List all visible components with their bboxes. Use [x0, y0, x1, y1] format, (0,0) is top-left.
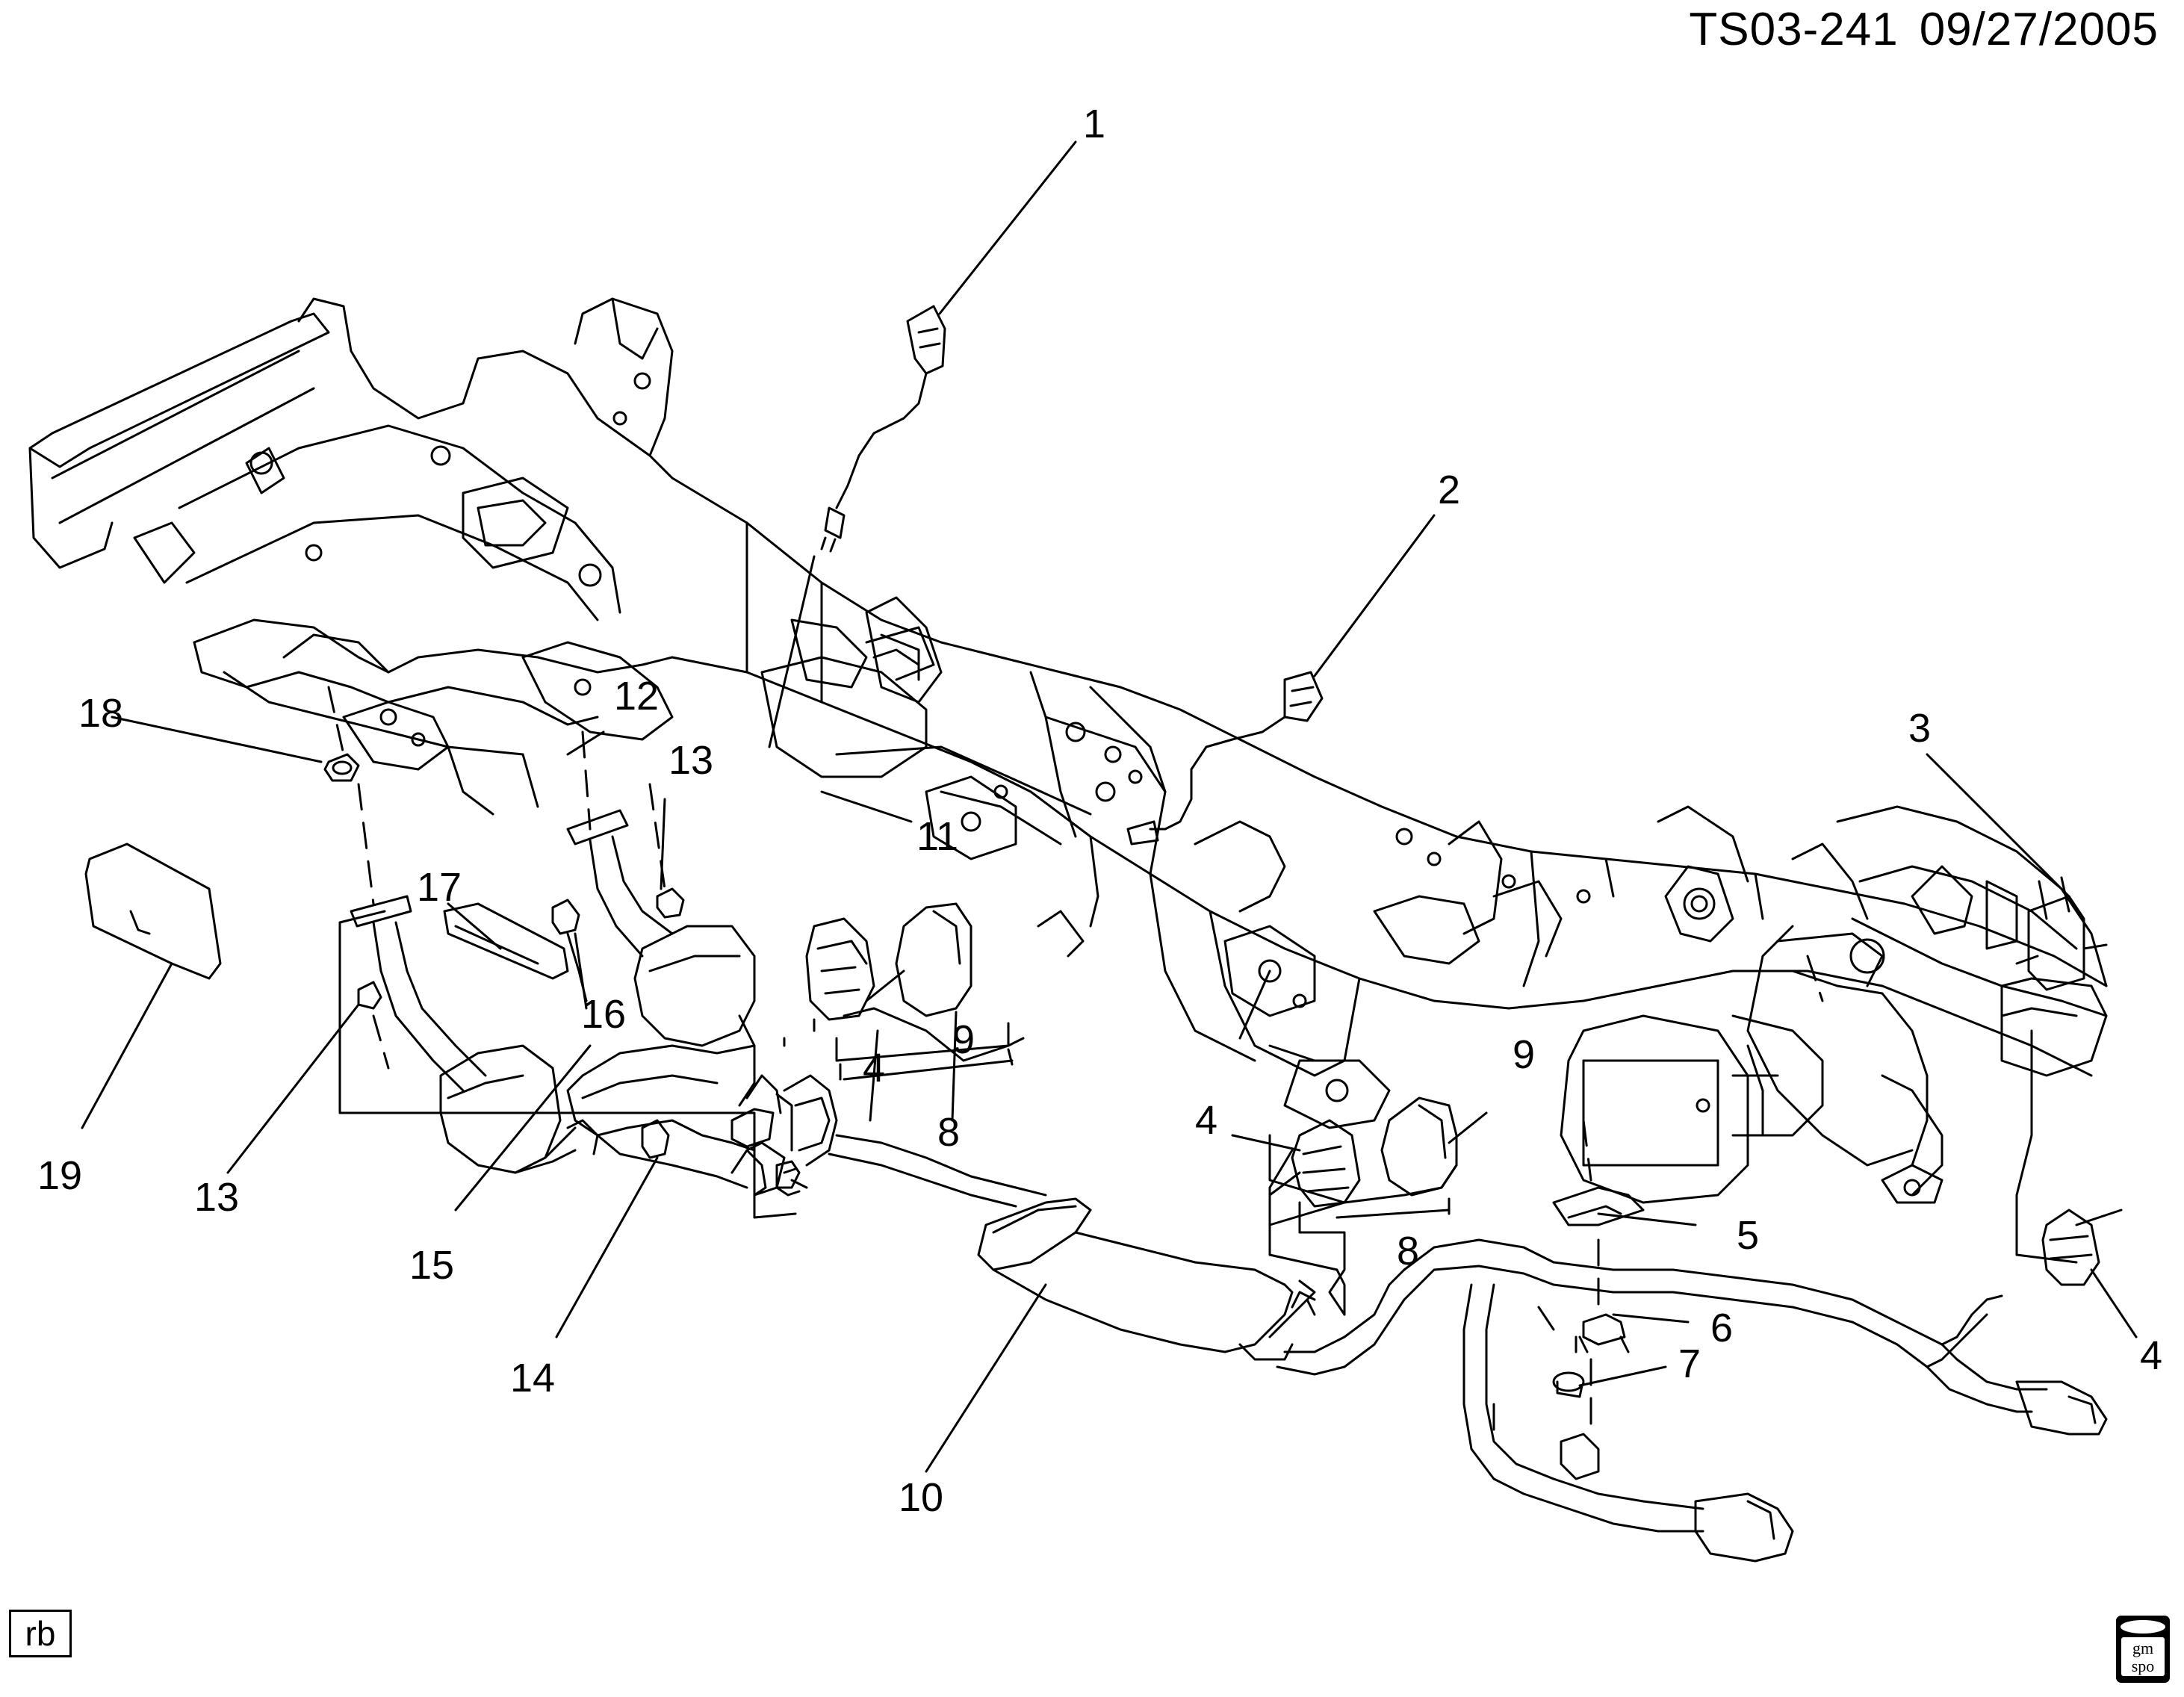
callout-5: 5 — [1736, 1213, 1760, 1258]
callout-14: 14 — [509, 1356, 556, 1400]
callout-11: 11 — [916, 814, 959, 859]
leader-3 — [1926, 753, 2070, 898]
muffler — [977, 1197, 1406, 1376]
callout-15: 15 — [409, 1243, 455, 1288]
diagram-header: TS03-241 09/27/2005 — [1668, 3, 2159, 56]
callout-16: 16 — [580, 992, 627, 1037]
leader-1 — [938, 140, 1077, 315]
o2-sensor-2 — [1126, 671, 1324, 846]
leader-2 — [1313, 514, 1436, 677]
o2-sensor-1 — [820, 305, 946, 553]
callout-7: 7 — [1678, 1341, 1701, 1386]
callout-9-right: 9 — [1512, 1032, 1536, 1077]
callout-13-top: 13 — [668, 738, 714, 783]
callout-10: 10 — [898, 1475, 944, 1520]
revision-box: rb — [9, 1610, 72, 1657]
frame-front — [28, 297, 674, 816]
callout-2: 2 — [1437, 468, 1461, 512]
callout-3: 3 — [1908, 706, 1932, 751]
diagram-date: 09/27/2005 — [1919, 4, 2159, 55]
callout-4-right: 4 — [2139, 1333, 2163, 1378]
small-parts — [84, 753, 1645, 1480]
grouping-brackets — [338, 910, 2123, 1353]
left-exhaust-pipe — [350, 895, 599, 1174]
callout-17: 17 — [416, 865, 462, 910]
callout-4-center: 4 — [1194, 1098, 1218, 1143]
callout-13-bottom: 13 — [193, 1175, 240, 1220]
rear-tailpipes — [1403, 1238, 2108, 1563]
y-pipe — [730, 1074, 1047, 1208]
callout-4-left: 4 — [862, 1046, 886, 1091]
callout-8-left: 8 — [937, 1110, 961, 1155]
callout-9-left: 9 — [952, 1017, 975, 1062]
alignment-lines — [327, 686, 1824, 1443]
leader-1-lower — [768, 555, 816, 748]
frame-center — [865, 626, 1914, 1204]
logo-text-top: gm — [2132, 1639, 2153, 1657]
logo-text-bottom: spo — [2132, 1657, 2155, 1675]
callout-8-right: 8 — [1396, 1229, 1420, 1273]
callout-1: 1 — [1082, 102, 1106, 146]
part-3-bracket — [2015, 876, 2108, 991]
callout-19: 19 — [37, 1153, 83, 1198]
leader-lines — [81, 716, 2138, 1473]
callout-18: 18 — [78, 691, 124, 736]
frame-rails — [671, 477, 2108, 1204]
callout-12: 12 — [613, 674, 660, 719]
gm-spo-logo: gm spo — [2116, 1616, 2170, 1683]
right-exhaust-pipe — [566, 809, 756, 1189]
diagram-code: TS03-241 — [1689, 4, 1899, 55]
callout-6: 6 — [1710, 1306, 1734, 1350]
